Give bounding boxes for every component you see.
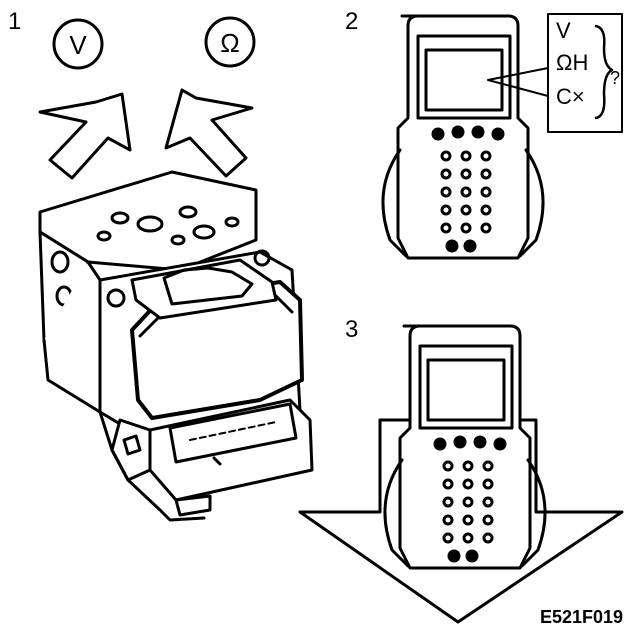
callout-volt-text: V [556,18,571,43]
callout-leader [487,67,549,97]
volt-symbol-label: V [69,30,87,60]
arrow-right-down-icon [38,92,132,180]
step-1-number: 1 [8,8,22,35]
scan-tool-step3 [383,324,547,570]
ohm-symbol-label: Ω [220,28,239,58]
figure-code: E521F019 [540,607,624,627]
arrow-left-down-icon [164,88,254,178]
ohm-symbol-circle [204,16,256,68]
volt-symbol-circle [52,18,104,70]
callout-c-text: C× [556,84,585,109]
abs-modulator-unit [38,170,314,522]
callout-brace [594,24,614,120]
callout-question-text: ? [610,68,620,88]
step-2-number: 2 [345,8,359,35]
callout-ohm-text: ΩH [556,50,588,75]
scan-tool-step2 [381,14,545,260]
step-3-number: 3 [345,316,359,343]
